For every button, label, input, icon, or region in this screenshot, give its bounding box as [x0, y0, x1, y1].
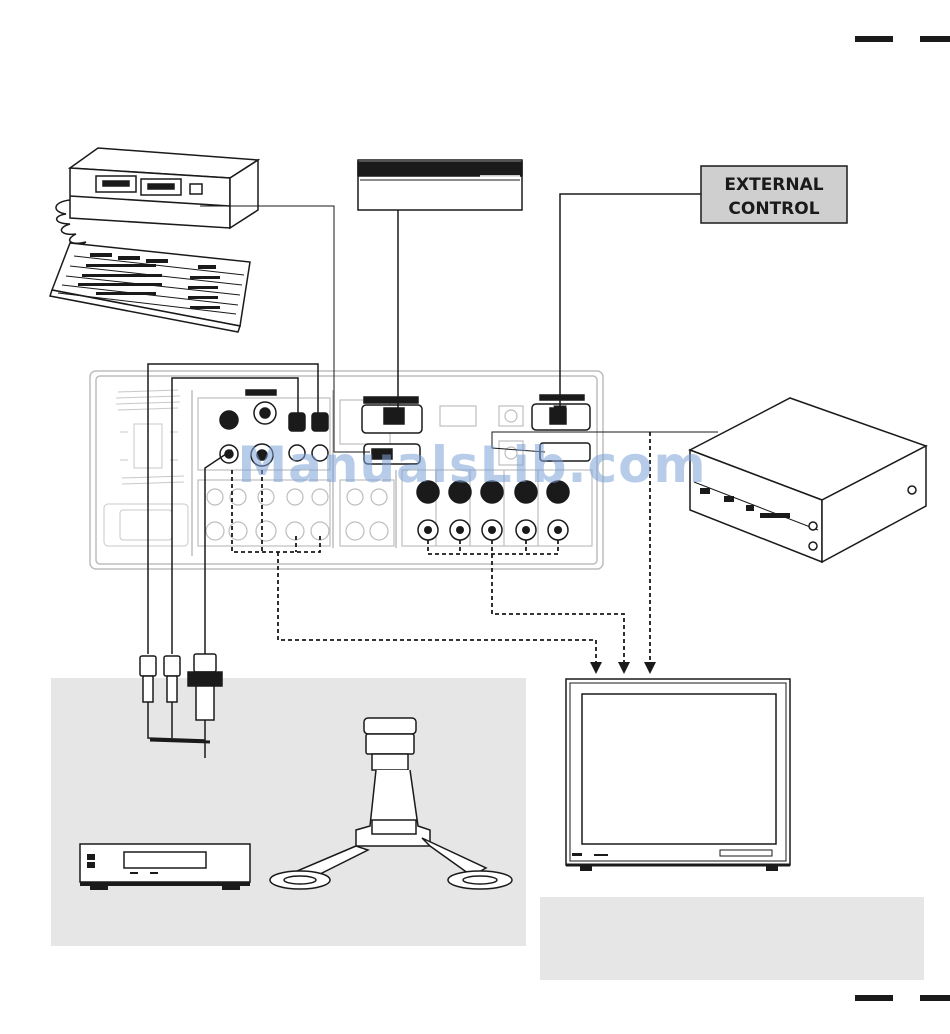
audio-source-box [358, 160, 522, 210]
keyboard [50, 243, 250, 332]
crt-monitor [566, 679, 790, 871]
watermark: ManualsLib.com [237, 436, 706, 494]
page-marker-bottom [855, 995, 950, 1001]
vcr [80, 844, 250, 890]
external-control-label-1: EXTERNAL [724, 175, 823, 195]
page-marker-top [855, 36, 950, 42]
monitor-caption-panel [540, 897, 924, 980]
desktop-computer [56, 148, 258, 250]
dotted-cable-arrows [590, 662, 656, 674]
external-control-label-2: CONTROL [728, 199, 819, 219]
external-control-box: EXTERNAL CONTROL [701, 166, 847, 223]
dvd-player [690, 398, 926, 562]
video-sources-panel [51, 678, 526, 946]
